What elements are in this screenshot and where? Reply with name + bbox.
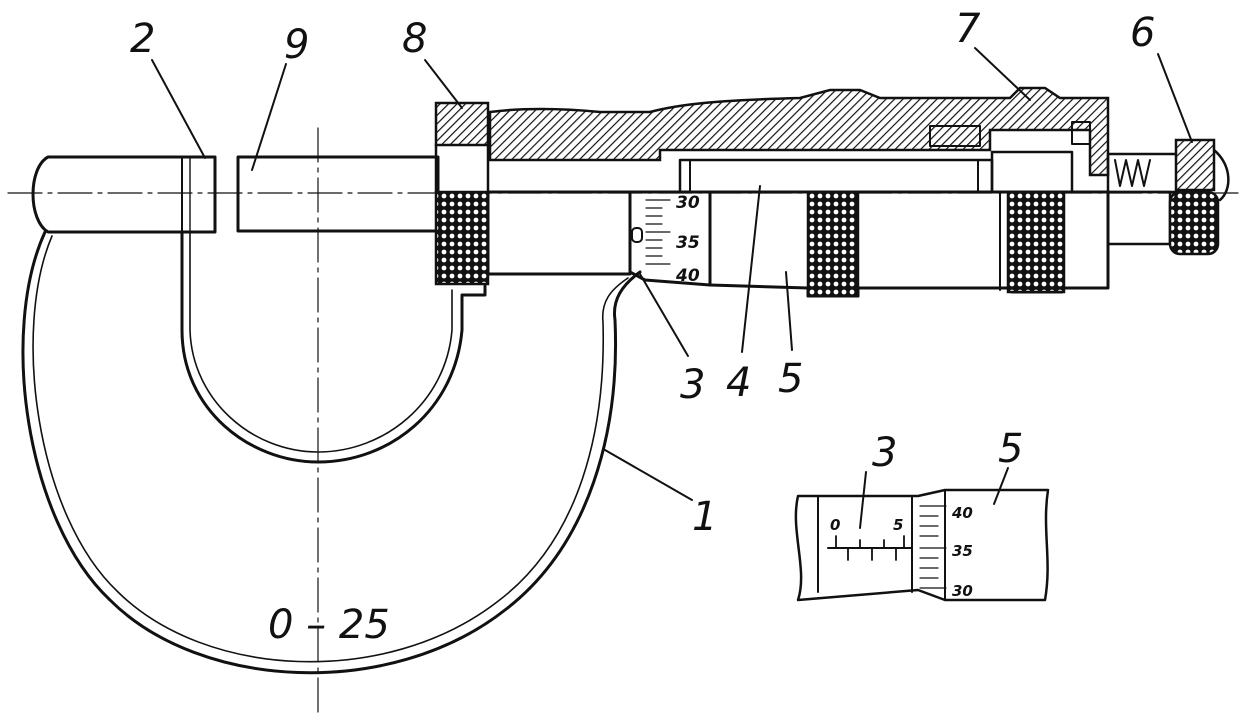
thimble-scale-40: 40 bbox=[675, 266, 700, 286]
label-ratchet: 6 bbox=[1130, 10, 1155, 56]
spindle bbox=[236, 155, 440, 233]
label-lock: 8 bbox=[402, 16, 427, 62]
label-nut: 7 bbox=[955, 6, 981, 52]
detail-thimble-ticks bbox=[919, 505, 947, 589]
detail-thimble-35: 35 bbox=[952, 542, 973, 560]
detail-view bbox=[794, 467, 1050, 602]
sleeve-section bbox=[488, 86, 1110, 177]
lock-nut bbox=[434, 101, 490, 286]
thimble-scale-30: 30 bbox=[676, 193, 700, 213]
detail-sleeve-ticks bbox=[835, 535, 905, 561]
anvil bbox=[31, 155, 217, 234]
label-frame: 1 bbox=[692, 494, 717, 540]
detail-thimble-30: 30 bbox=[952, 582, 973, 600]
spindle-rod bbox=[678, 150, 1074, 194]
thimble-scale-ticks bbox=[645, 199, 671, 265]
label-spindle: 9 bbox=[284, 22, 309, 68]
label-anvil: 2 bbox=[130, 16, 155, 62]
detail-sleeve-5: 5 bbox=[893, 516, 903, 534]
ratchet bbox=[1106, 138, 1230, 256]
label-thimble: 5 bbox=[778, 356, 803, 402]
label-sleeve: 3 bbox=[680, 362, 705, 408]
frame bbox=[21, 230, 642, 675]
thimble-scale-35: 35 bbox=[676, 233, 700, 253]
label-spindle-rod: 4 bbox=[726, 360, 751, 406]
leader-lines bbox=[151, 47, 1193, 501]
thimble bbox=[708, 190, 1110, 298]
detail-label-thimble: 5 bbox=[998, 426, 1023, 472]
detail-sleeve-0: 0 bbox=[830, 516, 840, 534]
detail-thimble-40: 40 bbox=[951, 504, 973, 522]
range-label: 0 – 25 bbox=[268, 602, 390, 648]
detail-label-sleeve: 3 bbox=[872, 430, 897, 476]
